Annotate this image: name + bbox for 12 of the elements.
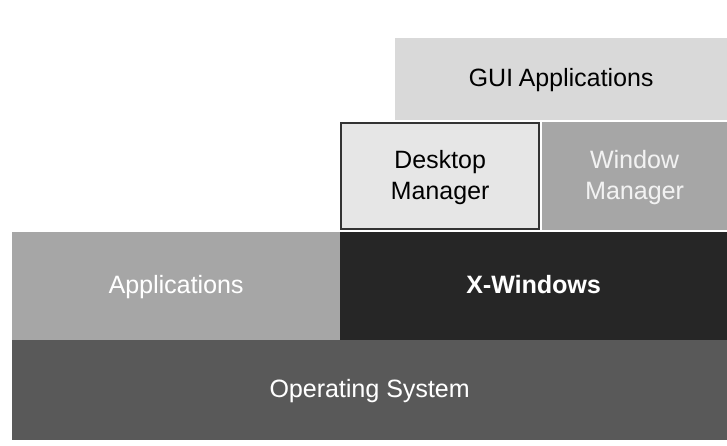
layer-label: GUI Applications (468, 63, 654, 94)
layer-label: Desktop Manager (390, 144, 490, 207)
layer-box (340, 122, 540, 230)
layer-box (12, 340, 727, 440)
layer-box (12, 232, 340, 340)
layer-label: X-Windows (465, 270, 602, 302)
layer-box (542, 122, 727, 230)
layer-label: Operating System (268, 374, 471, 406)
layer-box (340, 232, 727, 340)
layer-label: Applications (108, 270, 244, 302)
layer-label: Window Manager (584, 144, 685, 207)
layer-box (395, 38, 727, 120)
